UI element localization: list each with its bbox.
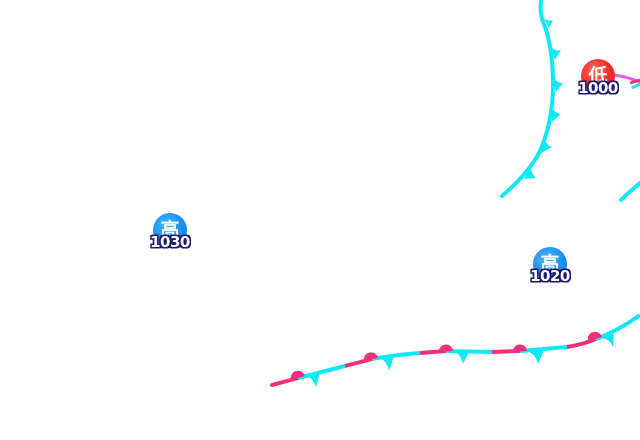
cold-front-north <box>500 0 563 198</box>
high-pressure-center-1020: 高 1020 <box>530 247 570 295</box>
occluded-front <box>612 73 640 90</box>
low-pressure-icon: 低 <box>581 59 615 93</box>
stationary-front-south <box>270 313 640 387</box>
high-pressure-icon: 高 <box>153 213 187 247</box>
low-pressure-center-1000: 低 1000 <box>578 59 618 107</box>
pressure-value: 1000 <box>578 79 618 97</box>
high-pressure-center-1030: 高 1030 <box>150 213 190 261</box>
pressure-value: 1030 <box>150 233 190 251</box>
cold-front-east <box>619 181 640 202</box>
pressure-value: 1020 <box>530 267 570 285</box>
high-pressure-icon: 高 <box>533 247 567 281</box>
